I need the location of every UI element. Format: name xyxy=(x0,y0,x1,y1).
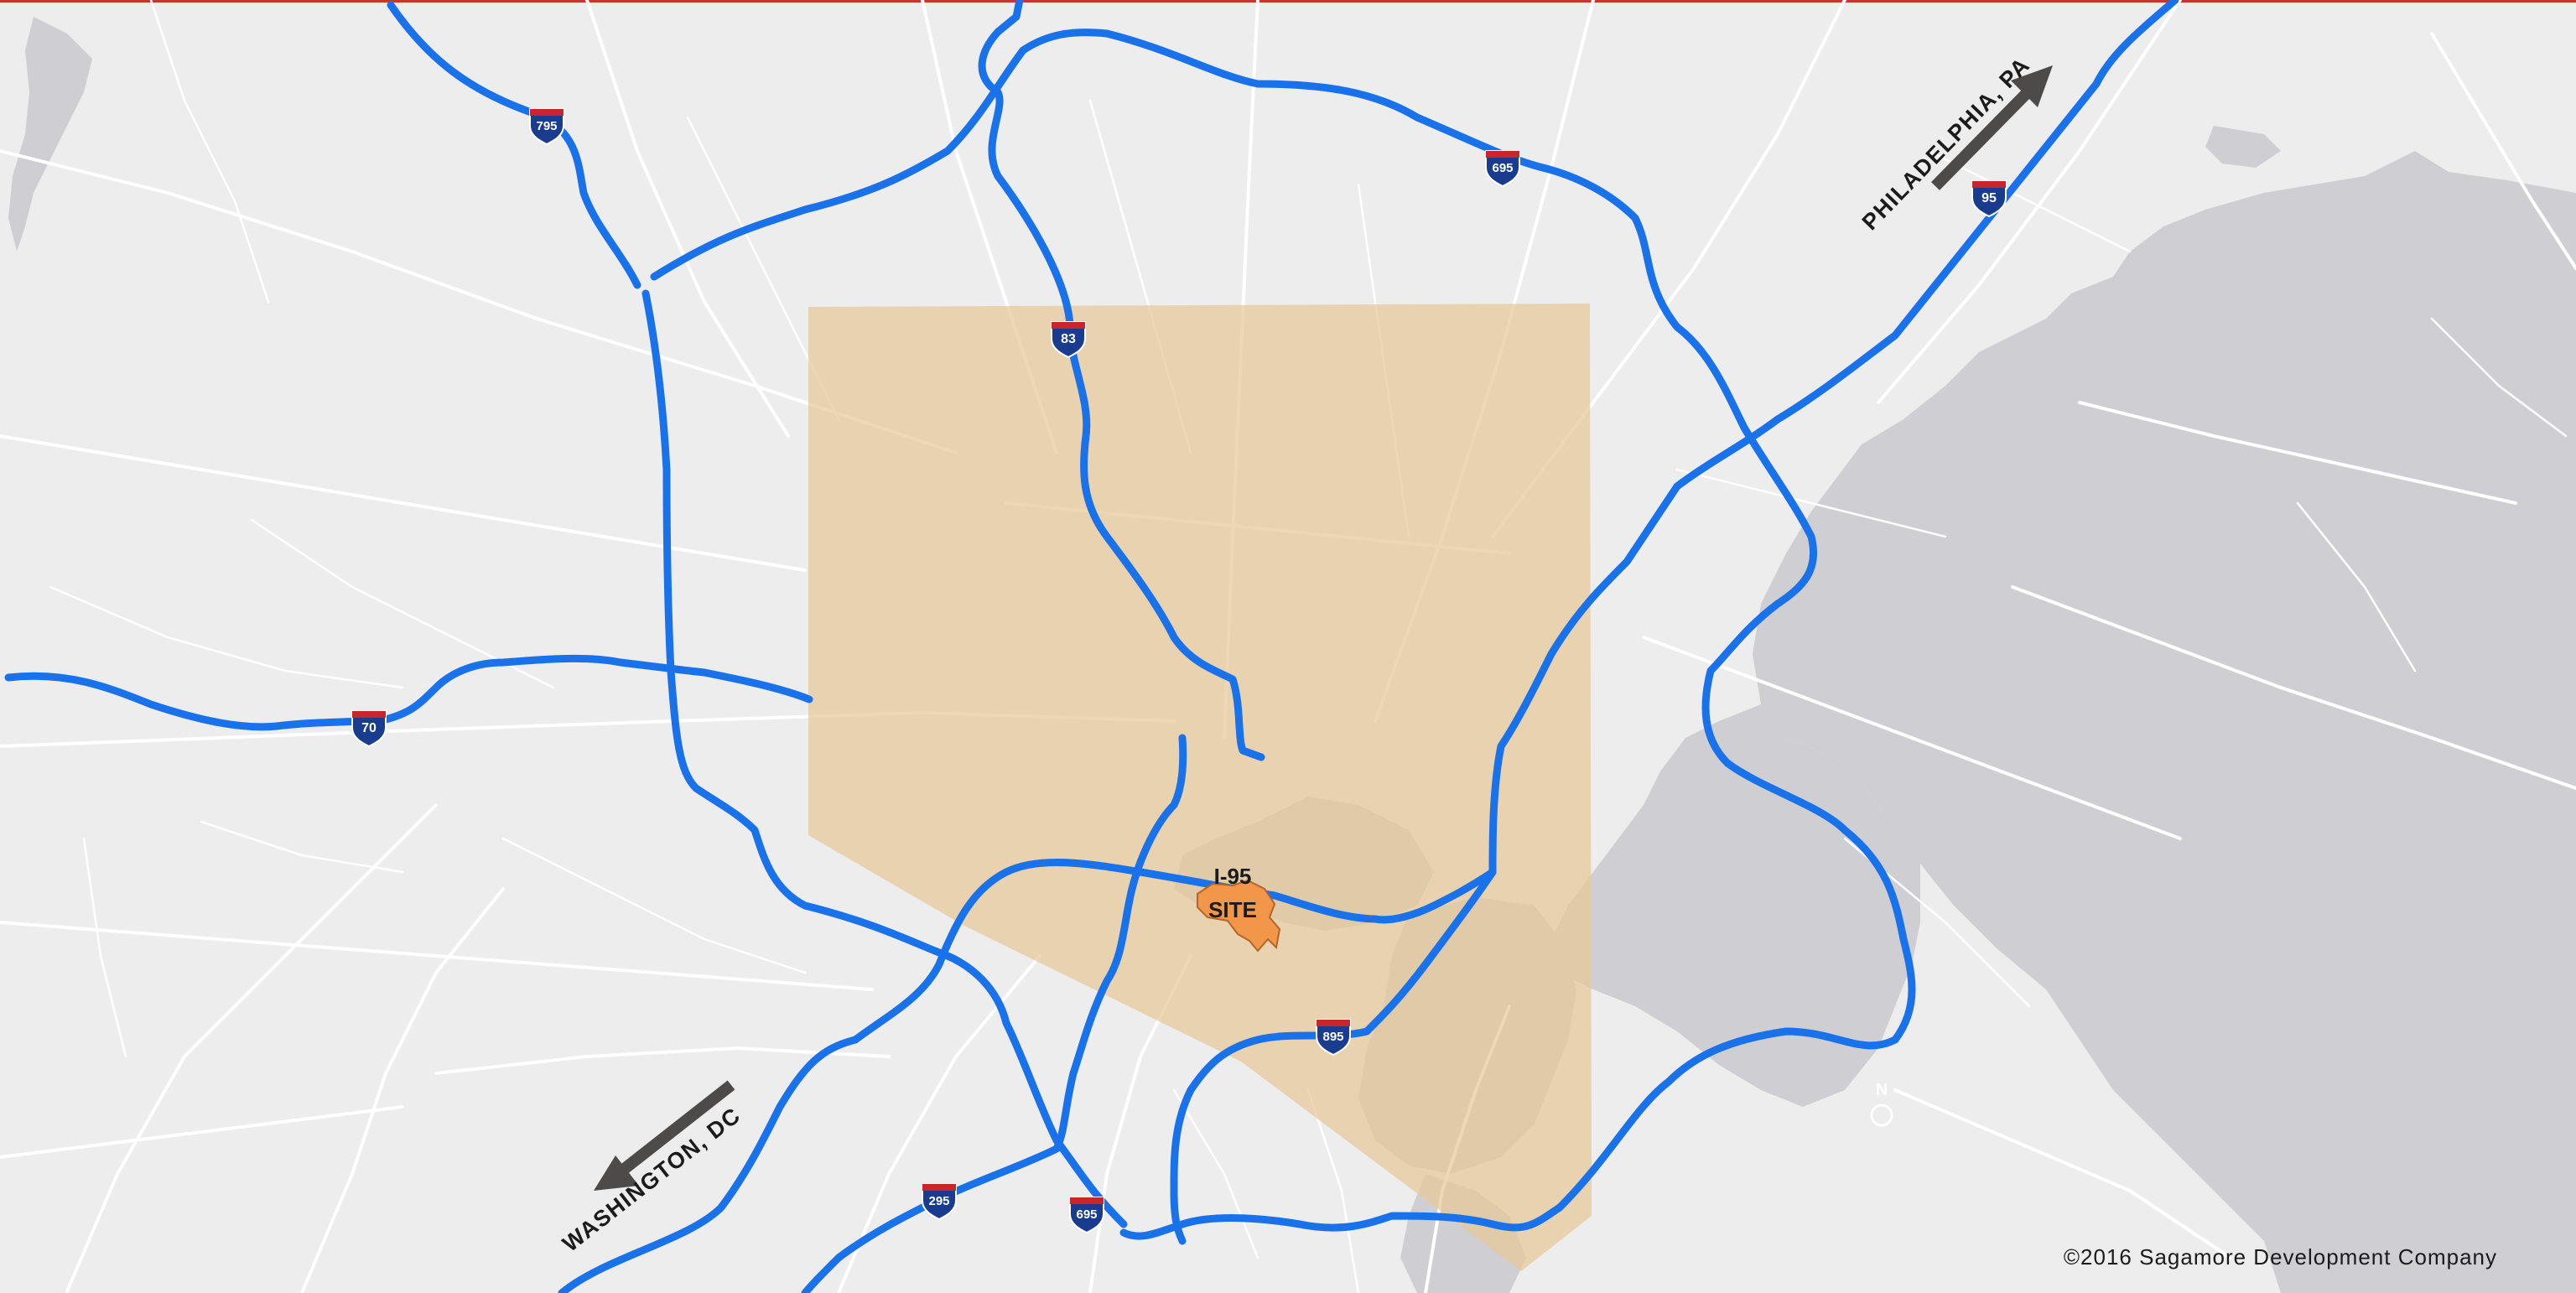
i95 xyxy=(558,0,2179,1293)
patapsco-river xyxy=(1551,704,1920,1107)
shield-i83-label: 83 xyxy=(1061,332,1076,346)
i70 xyxy=(4,654,813,731)
site-label-line1: I-95 xyxy=(1214,864,1252,889)
north-circle xyxy=(1870,1103,1893,1127)
study-area xyxy=(808,304,1592,1271)
highways xyxy=(4,0,2179,1293)
bay-island-2 xyxy=(2264,906,2390,989)
shield-i70: 70 xyxy=(351,710,387,748)
water-bodies xyxy=(8,17,2576,1293)
shield-i695-north: 695 xyxy=(1485,150,1520,188)
shield-i70-label: 70 xyxy=(361,721,377,735)
northwest-reservoir xyxy=(8,17,92,252)
shield-i795-label: 795 xyxy=(536,119,557,133)
shield-i95-label: 95 xyxy=(1981,191,1997,205)
i295 xyxy=(801,734,1187,1293)
shield-i95: 95 xyxy=(1971,180,2007,218)
minor-roads-thin xyxy=(49,0,2568,1293)
shield-i795: 795 xyxy=(529,108,564,146)
i695-north xyxy=(650,29,1748,432)
shield-i695-south-label: 695 xyxy=(1076,1207,1097,1222)
arrow-northeast-head xyxy=(2011,65,2053,107)
bay-island-1 xyxy=(2205,126,2281,168)
shield-i83: 83 xyxy=(1051,321,1086,359)
site-label-line2: SITE xyxy=(1208,897,1257,922)
site-parcel xyxy=(1197,879,1281,953)
shield-i295-label: 295 xyxy=(928,1194,949,1208)
chesapeake-bay xyxy=(1753,151,2576,1293)
i795 xyxy=(387,1,641,289)
i695-east xyxy=(1119,423,1916,1240)
arrow-northeast-shaft xyxy=(1931,86,2033,190)
north-label: N xyxy=(1876,1081,1888,1099)
shield-i895: 895 xyxy=(1316,1019,1351,1057)
top-border-line xyxy=(0,0,2576,3)
arrow-southwest xyxy=(594,1080,735,1191)
i695-west xyxy=(641,289,1128,1228)
shield-i895-label: 895 xyxy=(1322,1030,1343,1044)
copyright-text: ©2016 Sagamore Development Company xyxy=(2064,1244,2497,1270)
shield-i695-south: 695 xyxy=(1069,1197,1104,1234)
shield-i695-north-label: 695 xyxy=(1492,161,1513,175)
arrow-northeast xyxy=(1931,65,2053,190)
arrow-southwest-shaft xyxy=(618,1080,735,1176)
arrow-southwest-head xyxy=(594,1155,639,1191)
i83 xyxy=(978,0,1265,761)
shield-i295: 295 xyxy=(922,1183,957,1221)
i895 xyxy=(1170,868,1497,1245)
